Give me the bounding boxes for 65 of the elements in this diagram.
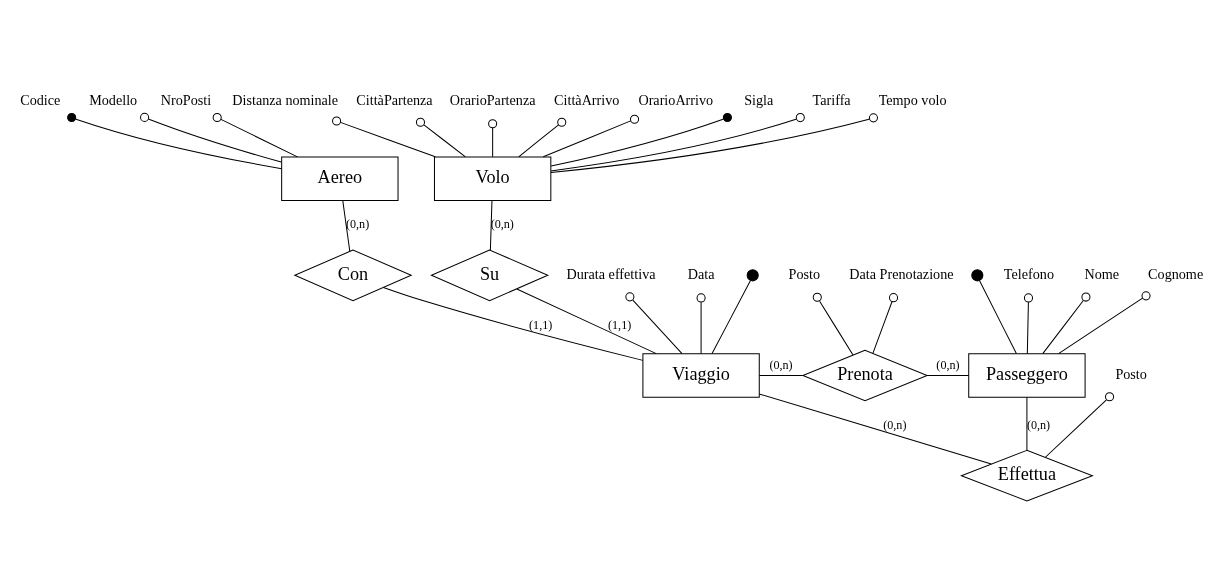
connector	[926, 374, 970, 376]
node-box: Aereo	[281, 156, 399, 201]
node-text: OrarioPartenza	[449, 92, 536, 109]
connector	[978, 280, 1017, 355]
node-text: Durata effettiva	[566, 266, 656, 283]
connector	[812, 292, 854, 356]
node-text: Tempo volo	[878, 92, 947, 109]
node-diamond: Effettua	[960, 449, 1094, 502]
connector	[488, 119, 498, 158]
node-diamond: Su	[430, 249, 550, 302]
node-text: Posto	[1115, 366, 1147, 383]
connector	[696, 293, 706, 355]
connector	[1026, 396, 1028, 451]
node-text: Posto	[788, 266, 821, 283]
node-box: Viaggio	[642, 353, 760, 398]
connector	[1023, 293, 1034, 355]
connector	[550, 113, 805, 172]
connector	[489, 200, 493, 251]
node-text: Data Prenotazione	[849, 266, 954, 283]
node-text: Codice	[20, 92, 61, 109]
node-text: Distanza nominale	[232, 92, 339, 109]
edge-label: (1,1)	[529, 317, 553, 332]
node-box: Passeggero	[968, 353, 1086, 398]
node-text: Telefono	[1003, 266, 1054, 283]
connector	[1044, 392, 1115, 458]
node-diamond: Prenota	[801, 349, 929, 402]
edge-label: (1,1)	[608, 317, 632, 332]
connector	[332, 116, 436, 158]
connector	[516, 288, 657, 355]
edge-label: (0,n)	[936, 358, 960, 372]
node-text: Tariffa	[812, 92, 851, 109]
connector	[140, 112, 282, 163]
connector	[758, 393, 992, 465]
node-circle	[971, 269, 984, 282]
connector	[1042, 292, 1091, 355]
connector	[711, 280, 751, 355]
connector	[550, 113, 878, 174]
node-text: Data	[687, 266, 715, 283]
connector	[758, 374, 804, 376]
node-text: CittàArrivo	[554, 92, 620, 109]
edge-label: (0,n)	[345, 217, 370, 232]
node-text: CittàPartenza	[356, 92, 433, 109]
edge-label: (0,n)	[769, 358, 793, 372]
edge-label: (0,n)	[883, 417, 907, 432]
node-text: OrarioArrivo	[638, 92, 714, 109]
connector	[542, 114, 640, 158]
connector	[872, 293, 899, 354]
connector	[415, 117, 466, 158]
connector	[550, 112, 732, 167]
node-circle	[746, 269, 759, 282]
node-diamond: Con	[293, 249, 413, 302]
node-text: Cognome	[1148, 266, 1204, 283]
node-text: Sigla	[744, 92, 774, 109]
connector	[1058, 291, 1151, 355]
edge-label: (0,n)	[1026, 417, 1051, 432]
connector	[212, 112, 298, 158]
connector	[67, 113, 283, 170]
node-text: Nome	[1084, 266, 1120, 283]
node-box: Volo	[433, 156, 552, 201]
connector	[382, 286, 644, 361]
connector	[625, 292, 683, 355]
node-text: NroPosti	[160, 92, 212, 109]
connector	[342, 200, 351, 252]
connector	[518, 117, 567, 158]
node-text: Modello	[89, 92, 138, 109]
